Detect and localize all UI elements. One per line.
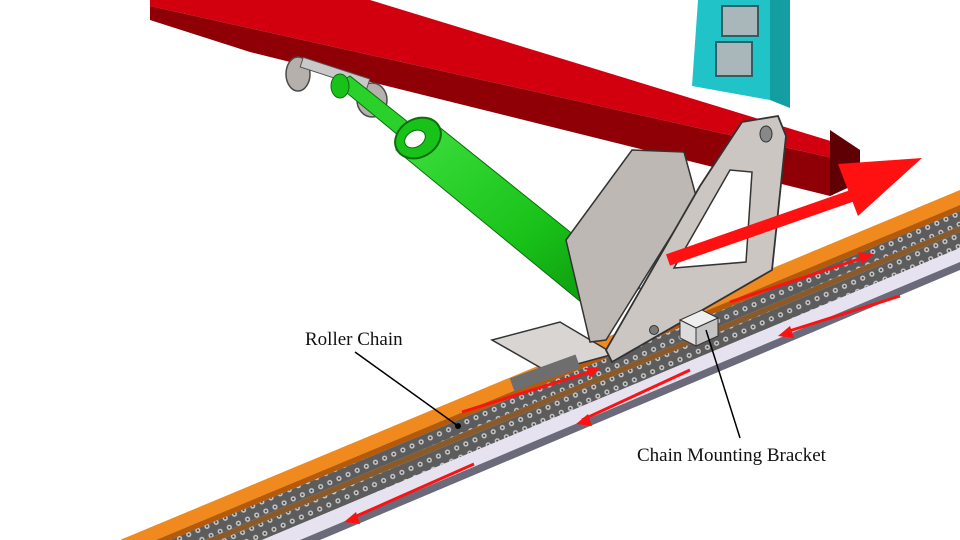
control-box-window-2 [715,41,753,77]
chain-upper-arrow-right-2 [729,252,874,304]
control-box-side [770,0,790,108]
bracket-bolt-hole [649,325,659,335]
arrow-icon [581,368,691,422]
roller-chain-leader-dot [455,423,461,429]
arrow-head [344,512,360,524]
arrow-icon [461,368,597,414]
chain-lower-arrow-left-2 [778,294,901,338]
rail-base-dark [300,262,960,540]
chain-upper-arrow-right [461,368,600,414]
arrow-head [858,252,874,264]
bracket-foot [509,354,581,392]
beam-top-face [150,0,860,164]
roller-chain-label: Roller Chain [305,329,403,350]
arrow-icon [785,294,901,334]
roller-chain-leader [354,351,459,427]
large-arrow-head [838,158,922,216]
large-direction-arrow [666,158,922,266]
cylinder-collar-hole [404,129,426,149]
support-bracket [490,114,787,392]
rail-chain-upper [170,211,960,540]
rail-chain-lower [220,232,960,540]
rod-eye [330,73,350,99]
arrow-icon [729,254,869,304]
chain-bracket-leader [705,329,741,439]
callout-leaders [354,329,741,439]
chain-lower-arrow-left-3 [344,462,475,524]
chain-mounting-bracket-label: Chain Mounting Bracket [637,445,826,466]
chain-lower-arrow-left [576,368,691,426]
rail-divider [205,226,960,540]
control-box [692,0,790,108]
control-box-window-1 [721,5,759,37]
motion-arrows [344,158,922,524]
beam-side-face [150,6,860,196]
arrow-icon [351,462,475,520]
arrow-head [778,326,794,338]
arrow-head [586,368,600,378]
arrow-up-right-icon [666,180,882,266]
bracket-pivot-hole [759,125,773,143]
rail-base-light [262,248,960,540]
arrow-head [576,414,592,426]
